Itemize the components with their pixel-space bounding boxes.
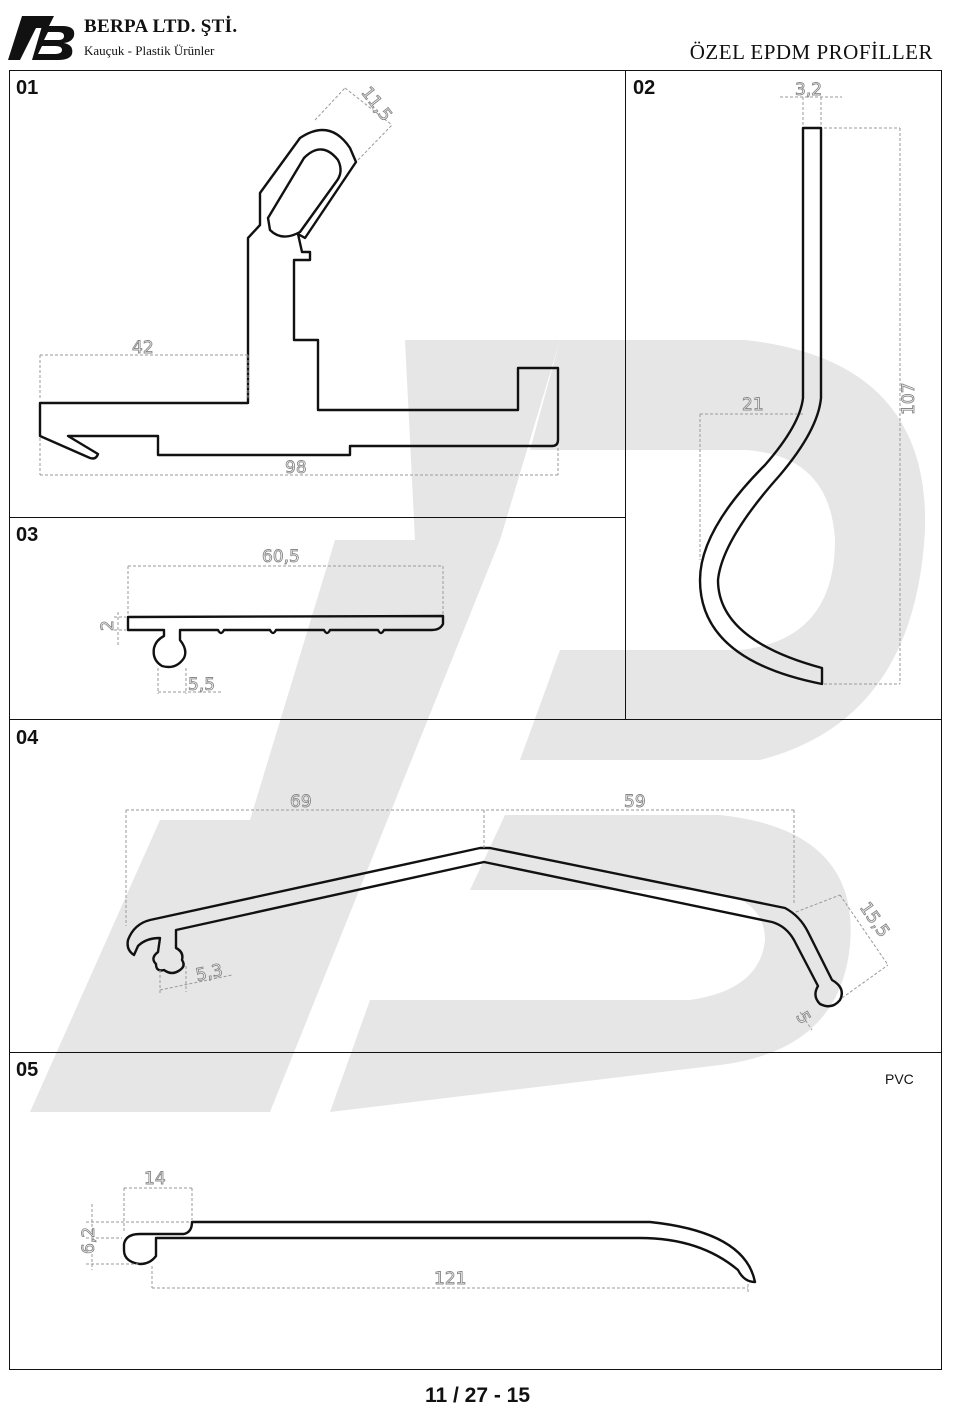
- panel-number-02: 02: [633, 77, 656, 99]
- dimension-label: 21: [742, 395, 764, 415]
- profile-05-drawing: [122, 1220, 757, 1284]
- panel-divider: [9, 517, 626, 518]
- profile-02-drawing: [698, 126, 824, 686]
- dimension-label: 59: [624, 792, 646, 812]
- dimension-label: 3,2: [795, 80, 822, 100]
- dimension-label: 121: [434, 1269, 466, 1289]
- company-subtitle: Kauçuk - Plastik Ürünler: [84, 43, 215, 58]
- panel-number-01: 01: [16, 77, 39, 99]
- profile-04-dimensions: 69 59 15,5 5,3 5: [125, 792, 894, 1031]
- profile-04-drawing: [126, 846, 843, 1008]
- document-title: ÖZEL EPDM PROFİLLER: [689, 40, 933, 64]
- dimension-label: 5,3: [194, 961, 225, 986]
- drawing-frame: [9, 70, 942, 1370]
- dimension-label: 2: [98, 620, 118, 631]
- profile-05-dimensions: 14 6,2 121: [79, 1169, 749, 1292]
- panel-number-04: 04: [16, 727, 39, 749]
- panel-divider: [9, 1052, 942, 1053]
- dimension-label: 5: [791, 1008, 814, 1027]
- panel-number-03: 03: [16, 524, 39, 546]
- company-name: BERPA LTD. ŞTİ.: [84, 16, 238, 37]
- profile-01-dimensions: 11,5 42 98: [39, 83, 559, 478]
- dimension-label: 69: [290, 792, 312, 812]
- profile-01-drawing: [38, 128, 560, 460]
- dimension-label: 107: [899, 383, 919, 415]
- company-logo: [8, 16, 75, 60]
- dimension-label: 14: [144, 1169, 166, 1189]
- dimension-label: 98: [285, 458, 307, 478]
- panel-number-05: 05: [16, 1059, 39, 1081]
- dimension-label: 11,5: [357, 83, 396, 125]
- profile-02-dimensions: 3,2 21 107: [699, 80, 919, 685]
- profile-03-dimensions: 60,5 2 5,5: [98, 547, 444, 695]
- dimension-label: 5,5: [188, 675, 215, 695]
- panel-divider: [9, 719, 942, 720]
- dimension-label: 42: [132, 338, 154, 358]
- panel-divider: [625, 70, 626, 720]
- dimension-label: 6,2: [79, 1227, 99, 1254]
- page-number: 11 / 27 - 15: [424, 1384, 531, 1407]
- material-label: PVC: [885, 1071, 914, 1087]
- dimension-label: 60,5: [262, 547, 300, 567]
- profile-03-drawing: [126, 614, 445, 669]
- dimension-label: 15,5: [855, 899, 893, 941]
